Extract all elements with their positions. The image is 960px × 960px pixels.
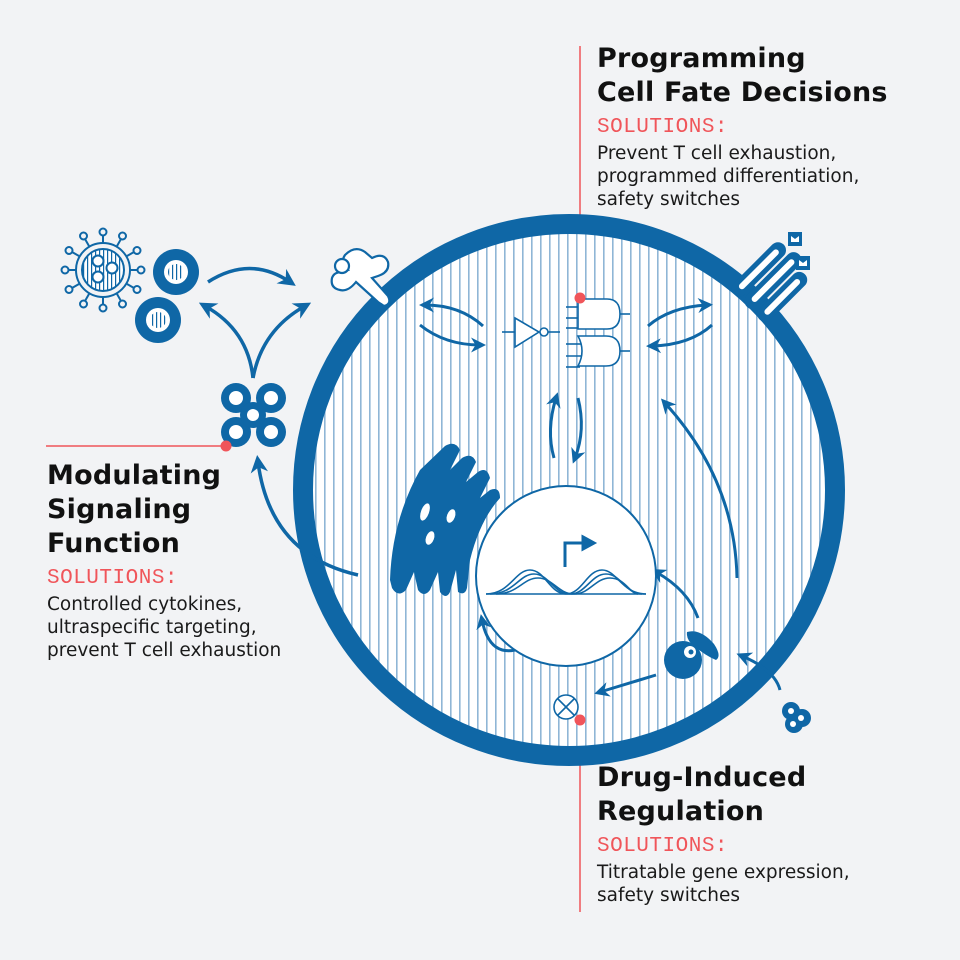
small-molecule-drug-icon [782, 702, 811, 733]
cell-fate-desc-line3: safety switches [597, 189, 741, 210]
cell-fate-title-line1: Programming [597, 43, 806, 74]
and-gate-icon [566, 298, 630, 330]
signaling-title-line2: Signaling [47, 494, 192, 525]
signaling-title-line3: Function [47, 528, 181, 559]
callout-cell-fate: Programming Cell Fate Decisions SOLUTION… [597, 42, 888, 211]
signaling-solutions-label: SOLUTIONS: [47, 567, 179, 590]
receptor-icon [330, 248, 391, 308]
signaling-title-line1: Modulating [47, 460, 222, 491]
target-cells-icon [135, 249, 199, 343]
signaling-marker [220, 440, 232, 452]
dna-icon [485, 569, 647, 595]
signaling-desc-line2: ultraspecific targeting, [47, 617, 257, 638]
car-receptor-icon [731, 232, 810, 322]
drug-desc-line2: safety switches [597, 885, 741, 906]
cell-fate-desc-line2: programmed differentiation, [597, 166, 860, 187]
inner-arrows [419, 297, 782, 697]
virus-icon [60, 227, 146, 313]
drug-title-line1: Drug-Induced [597, 762, 807, 793]
cytokine-cluster-icon [221, 383, 286, 447]
drug-binding-protein-icon [664, 631, 719, 679]
callout-signaling: Modulating Signaling Function SOLUTIONS:… [47, 459, 281, 662]
not-gate-icon [502, 316, 560, 349]
endoplasmic-reticulum-icon [390, 443, 500, 596]
signaling-desc-line3: prevent T cell exhaustion [47, 640, 282, 661]
drug-solutions-label: SOLUTIONS: [597, 835, 729, 858]
signal-arrows [198, 266, 359, 577]
cell-fate-title-line2: Cell Fate Decisions [597, 77, 888, 108]
drug-desc-line1: Titratable gene expression, [597, 862, 850, 883]
cell-fate-solutions-label: SOLUTIONS: [597, 116, 729, 139]
drug-title-line2: Regulation [597, 796, 765, 827]
or-gate-icon [566, 335, 630, 368]
nucleus-icon [475, 485, 657, 667]
cell-fate-desc-line1: Prevent T cell exhaustion, [597, 143, 837, 164]
inhibitor-icon [553, 694, 579, 720]
drug-marker [574, 714, 586, 726]
signaling-desc-line1: Controlled cytokines, [47, 594, 243, 615]
promoter-arrow-icon [563, 534, 598, 567]
cell-fate-marker [574, 292, 586, 304]
callout-drug: Drug-Induced Regulation SOLUTIONS: Titra… [597, 761, 850, 907]
